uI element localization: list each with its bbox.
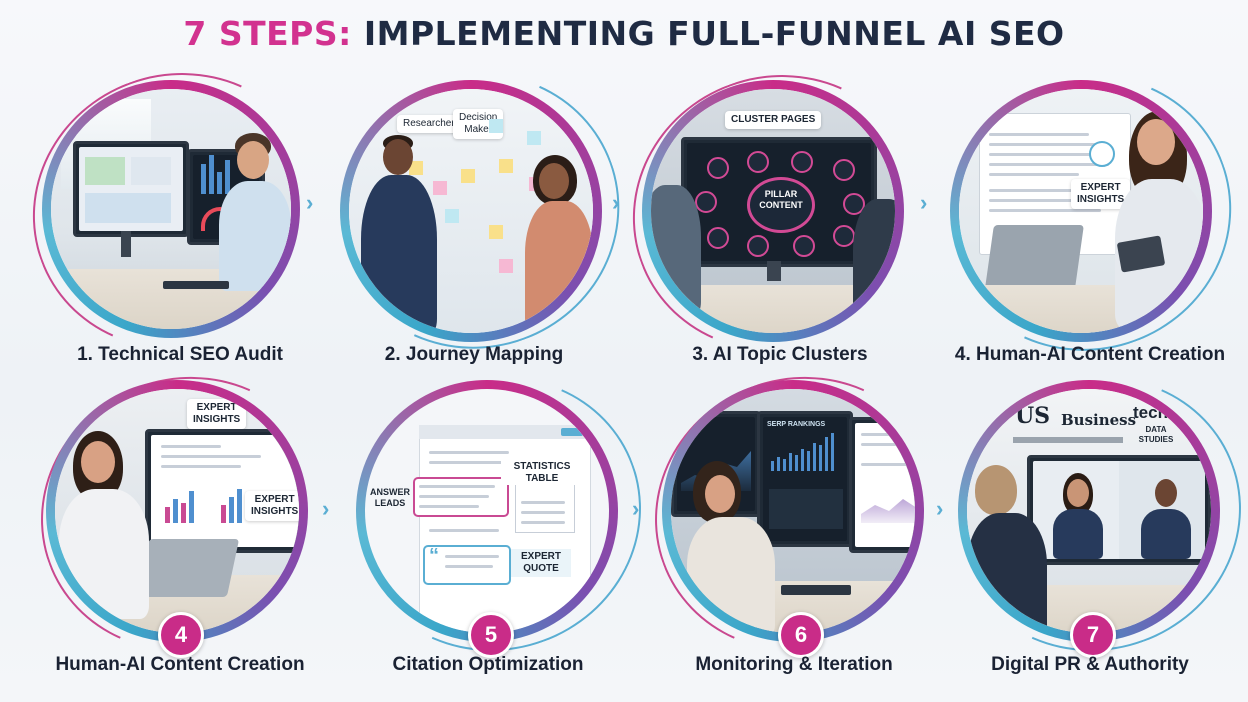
persona-card: Researcher	[397, 115, 461, 133]
step-number-badge: 4	[158, 612, 204, 658]
statistics-table-label: STATISTICS TABLE	[501, 461, 583, 485]
step-number-badge: 5	[468, 612, 514, 658]
step-2: Researcher Decision Maker 2. Journey Map…	[295, 33, 659, 389]
step-image-ring: EXPERT INSIGHTS	[950, 80, 1212, 342]
step-image: SERP RANKINGS	[671, 389, 915, 633]
step-image: ANSWER LEADS STATISTICS TABLE “ EXPERT Q…	[365, 389, 609, 633]
chevron-right-icon: ›	[306, 190, 314, 215]
chevron-right-icon: ›	[612, 190, 620, 215]
step-image: EXPERT INSIGHTS EXPERT INSIGHTS	[55, 389, 299, 633]
step-6: ANSWER LEADS STATISTICS TABLE “ EXPERT Q…	[314, 336, 680, 692]
step-image-ring: SERP RANKINGS	[662, 380, 924, 642]
title-accent: 7 STEPS:	[183, 14, 352, 53]
cluster-pages-label: CLUSTER PAGES	[725, 111, 822, 129]
step-7: SERP RANKINGS	[616, 336, 982, 692]
step-label: Citation Optimization	[392, 654, 584, 675]
step-3: CLUSTER PAGES PILLAR CONTENT 3. AI Topic	[593, 34, 961, 392]
step-image-ring: EXPERT INSIGHTS EXPERT INSIGHTS	[46, 380, 308, 642]
step-image-ring: CLUSTER PAGES PILLAR CONTENT	[642, 80, 904, 342]
step-8: US Business tech DATA STUDIES 7 Digital …	[914, 336, 1248, 692]
step-image-ring: US Business tech DATA STUDIES	[958, 380, 1220, 642]
pillar-content-label: PILLAR CONTENT	[759, 189, 803, 210]
serp-rankings-label: SERP RANKINGS	[767, 421, 826, 428]
answer-leads-label: ANSWER LEADS	[370, 487, 410, 508]
masthead-us: US	[1015, 403, 1051, 429]
chevron-right-icon: ›	[920, 190, 928, 215]
expert-insights-card: EXPERT INSIGHTS	[187, 399, 247, 429]
chevron-right-icon: ›	[632, 496, 640, 521]
step-image: US Business tech DATA STUDIES	[967, 389, 1211, 633]
data-studies-label: DATA STUDIES	[1138, 425, 1174, 444]
step-image: Researcher Decision Maker	[349, 89, 593, 333]
step-image-ring: Researcher Decision Maker	[340, 80, 602, 342]
title-main: IMPLEMENTING FULL-FUNNEL AI SEO	[363, 14, 1065, 53]
step-label: 4. Human-AI Content Creation	[954, 344, 1226, 365]
step-label: Monitoring & Iteration	[695, 654, 893, 675]
step-image-ring	[42, 80, 300, 338]
step-label: Human-AI Content Creation	[55, 654, 305, 675]
step-1: 1. Technical SEO Audit	[0, 32, 361, 390]
step-image: CLUSTER PAGES PILLAR CONTENT	[651, 89, 895, 333]
step-image	[51, 89, 291, 329]
step-5: EXPERT INSIGHTS EXPERT INSIGHTS 4 Human-…	[2, 336, 368, 692]
step-label: 2. Journey Mapping	[384, 344, 564, 365]
step-label: 3. AI Topic Clusters	[692, 344, 868, 365]
chevron-right-icon: ›	[322, 496, 330, 521]
step-label: Digital PR & Authority	[991, 654, 1189, 675]
page-title: 7 STEPS: IMPLEMENTING FULL-FUNNEL AI SEO	[0, 14, 1248, 53]
expert-insights-card: EXPERT INSIGHTS	[1071, 179, 1131, 209]
step-number-badge: 6	[778, 612, 824, 658]
step-image: EXPERT INSIGHTS	[959, 89, 1203, 333]
step-image-ring: ANSWER LEADS STATISTICS TABLE “ EXPERT Q…	[356, 380, 618, 642]
masthead-business: Business	[1061, 411, 1137, 429]
step-label: 1. Technical SEO Audit	[77, 344, 283, 365]
step-number-badge: 7	[1070, 612, 1116, 658]
chevron-right-icon: ›	[936, 496, 944, 521]
step-4: EXPERT INSIGHTS 4. Human-AI Content Crea…	[905, 35, 1248, 391]
masthead-tech: tech	[1133, 403, 1168, 422]
expert-insights-card: EXPERT INSIGHTS	[245, 491, 299, 521]
expert-quote-label: EXPERT QUOTE	[511, 549, 571, 577]
